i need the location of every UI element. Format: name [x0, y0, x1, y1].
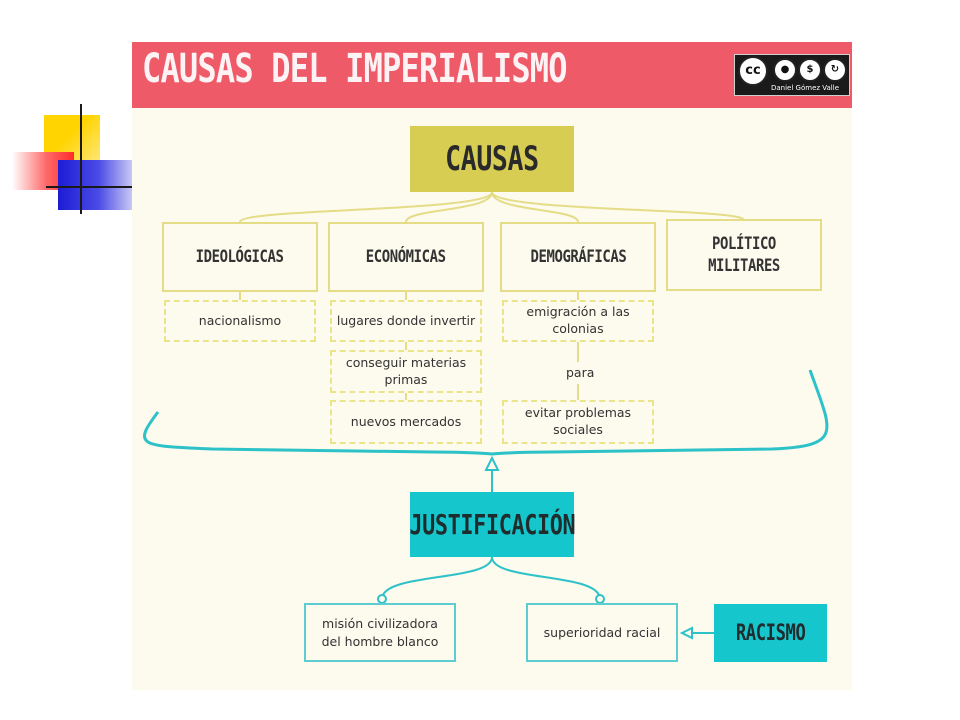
racismo-box: RACISMO — [714, 604, 827, 662]
nc-icon: $ — [798, 58, 822, 82]
justificacion-box: JUSTIFICACIÓN — [409, 492, 575, 557]
cause-nuevos-mercados: nuevos mercados — [330, 400, 482, 444]
connector-label-para: para — [566, 365, 595, 380]
justificacion-brace — [142, 369, 829, 456]
cause-emigracion: emigración a las colonias — [502, 300, 654, 342]
category-demograficas: DEMOGRÁFICAS — [500, 222, 656, 292]
category-politico-militares: POLÍTICO MILITARES — [666, 219, 822, 291]
by-icon: ● — [773, 58, 797, 82]
category-economicas: ECONÓMICAS — [328, 222, 484, 292]
justificacion-arrow — [484, 455, 500, 492]
justificacion-branches — [377, 556, 714, 640]
cc-icon: cc — [738, 56, 768, 86]
infographic: CAUSAS DEL IMPERIALISMO cc ● $ ↻ Daniel … — [132, 42, 852, 690]
causas-box: CAUSAS — [410, 126, 574, 192]
decor-vertical-line — [80, 104, 82, 214]
justificacion-superioridad-racial: superioridad racial — [526, 603, 678, 662]
license-author: Daniel Gómez Valle — [771, 84, 840, 92]
decor-blue-square — [58, 160, 132, 210]
causas-branches — [239, 191, 745, 400]
cause-evitar-problemas-sociales: evitar problemas sociales — [502, 400, 654, 444]
diagram-connectors — [142, 191, 829, 640]
sa-icon: ↻ — [823, 58, 847, 82]
cause-conseguir-materias-primas: conseguir materias primas — [330, 350, 482, 393]
category-ideologicas: IDEOLÓGICAS — [162, 222, 318, 292]
cause-nacionalismo: nacionalismo — [164, 300, 316, 342]
license-badge: cc ● $ ↻ Daniel Gómez Valle — [734, 54, 850, 96]
decor-horizontal-line — [46, 186, 132, 188]
justificacion-mision-civilizadora: misión civilizadora del hombre blanco — [304, 603, 456, 662]
cause-lugares-donde-invertir: lugares donde invertir — [330, 300, 482, 342]
header-banner: CAUSAS DEL IMPERIALISMO cc ● $ ↻ Daniel … — [132, 42, 852, 108]
page-title: CAUSAS DEL IMPERIALISMO — [142, 46, 568, 92]
